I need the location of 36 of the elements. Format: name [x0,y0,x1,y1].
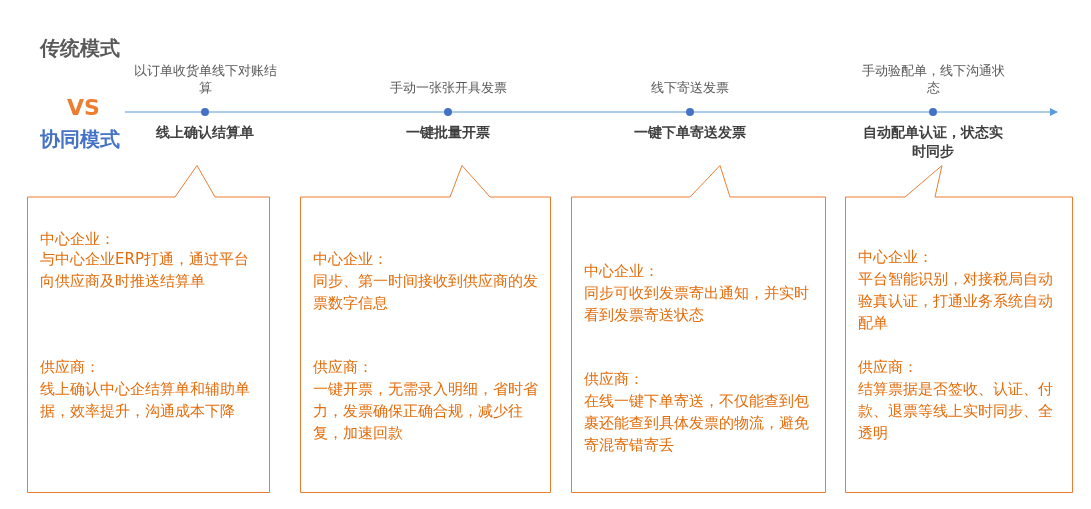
description-text: 与中心企业ERP打通，通过平台向供应商及时推送结算单 [40,249,250,292]
mode-title: 协同模式 [40,126,120,153]
section-heading: 供应商： [584,369,645,390]
description-text: 同步、第一时间接收到供应商的发票数字信息 [313,271,539,314]
section-heading: 供应商： [313,357,374,378]
section-heading: 中心企业： [858,247,934,268]
timeline-dot [444,108,452,116]
timeline-line [693,111,930,113]
feature-label: 自动配单认证，状态实时同步 [862,123,1004,161]
timeline-line [208,111,445,113]
timeline-dot [686,108,694,116]
feature-label: 一键批量开票 [405,123,491,142]
timeline-dot [929,108,937,116]
section-heading: 中心企业： [40,229,116,250]
description-text: 线上确认中心企结算单和辅助单据，效率提升，沟通成本下降 [40,379,251,422]
description-text: 同步可收到发票寄出通知，并实时看到发票寄送状态 [584,283,810,326]
section-heading: 供应商： [858,357,919,378]
section-heading: 中心企业： [584,261,660,282]
description-text: 在线一键下单寄送，不仅能查到包裹还能查到具体发票的物流，避免寄混寄错寄丢 [584,391,810,456]
milestone-label: 手动验配单，线下沟通状态 [860,62,1006,96]
timeline-dot [201,108,209,116]
description-text: 平台智能识别，对接税局自动验真认证，打通业务系统自动配单 [858,269,1054,334]
section-heading: 中心企业： [313,249,389,270]
feature-label: 一键下单寄送发票 [633,123,747,142]
section-heading: 供应商： [40,357,101,378]
milestone-label: 手动一张张开具发票 [388,79,508,96]
milestone-label: 线下寄送发票 [650,79,730,96]
vs-label: VS [67,95,100,120]
milestone-label: 以订单收货单线下对账结算 [132,62,278,96]
timeline-line [451,111,687,113]
timeline-arrow [936,108,1058,116]
description-text: 结算票据是否签收、认证、付款、退票等线上实时同步、全透明 [858,379,1054,444]
description-text: 一键开票，无需录入明细，省时省力，发票确保正确合规，减少往复，加速回款 [313,379,539,444]
timeline-line [124,111,202,113]
feature-label: 线上确认结算单 [155,123,255,142]
mode-title: 传统模式 [40,35,120,62]
